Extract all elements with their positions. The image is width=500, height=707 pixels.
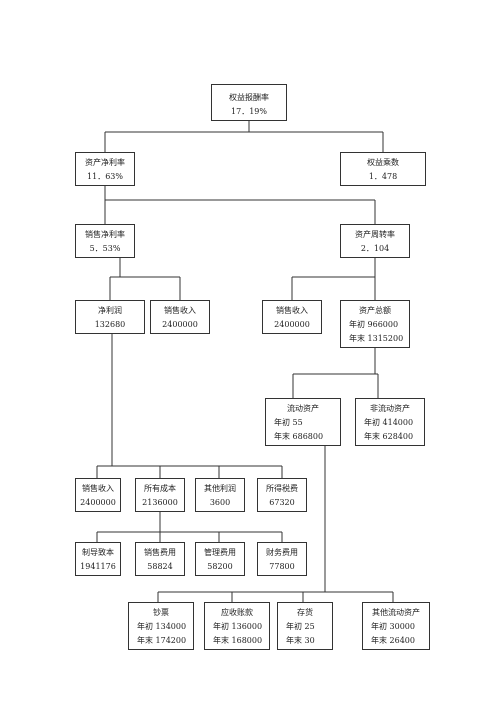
node-receivables-end: 年末 168000 — [213, 636, 263, 645]
node-selling-exp: 销售费用 58824 — [135, 542, 185, 576]
node-total-assets-begin: 年初 966000 — [349, 320, 399, 329]
node-cash-begin: 年初 134000 — [137, 622, 187, 631]
node-roe-label: 权益报酬率 — [229, 93, 269, 102]
node-cash-label: 钞票 — [153, 608, 169, 617]
node-roe-value: 17．19% — [231, 107, 267, 116]
node-selling-exp-value: 58824 — [147, 562, 173, 571]
node-roe: 权益报酬率 17．19% — [211, 84, 287, 121]
node-admin-exp-label: 管理费用 — [204, 548, 236, 557]
node-cash-end: 年末 174200 — [137, 636, 187, 645]
node-sales-a-value: 2400000 — [162, 320, 198, 329]
node-other-current: 其他流动资产 年初 30000 年末 26400 — [362, 602, 430, 650]
node-current-assets-begin: 年初 55 — [274, 418, 303, 427]
node-roa: 资产净利率 11．63% — [75, 152, 135, 186]
node-net-margin-value: 5．53% — [89, 244, 121, 253]
node-asset-turnover: 资产周转率 2．104 — [340, 224, 410, 258]
node-inventory: 存货 年初 25 年末 30 — [277, 602, 333, 650]
node-sales-c-label: 销售收入 — [82, 484, 114, 493]
node-selling-exp-label: 销售费用 — [144, 548, 176, 557]
node-receivables: 应收账款 年初 136000 年末 168000 — [204, 602, 270, 650]
node-receivables-begin: 年初 136000 — [213, 622, 263, 631]
node-mfg-cost: 制导致本 1941176 — [75, 542, 121, 576]
node-receivables-label: 应收账款 — [221, 608, 253, 617]
node-total-assets: 资产总额 年初 966000 年末 1315200 — [340, 300, 410, 348]
node-finance-exp: 财务费用 77800 — [257, 542, 307, 576]
node-total-cost-label: 所有成本 — [144, 484, 176, 493]
node-finance-exp-value: 77800 — [269, 562, 295, 571]
node-net-margin: 销售净利率 5．53% — [75, 224, 135, 258]
node-roa-label: 资产净利率 — [85, 158, 125, 167]
node-current-assets-end: 年末 686800 — [274, 432, 324, 441]
node-sales-b: 销售收入 2400000 — [262, 300, 322, 334]
node-income-tax: 所得税费 67320 — [257, 478, 307, 512]
node-other-current-label: 其他流动资产 — [372, 608, 420, 617]
node-other-profit-label: 其他利润 — [204, 484, 236, 493]
node-noncurrent-assets-label: 非流动资产 — [370, 404, 410, 413]
node-current-assets-label: 流动资产 — [287, 404, 319, 413]
node-net-profit-value: 132680 — [94, 320, 126, 329]
node-net-profit: 净利润 132680 — [75, 300, 145, 334]
node-equity-multiplier-value: 1．478 — [368, 172, 398, 181]
node-equity-multiplier: 权益乘数 1．478 — [340, 152, 426, 186]
node-inventory-end: 年末 30 — [286, 636, 315, 645]
node-asset-turnover-value: 2．104 — [360, 244, 390, 253]
node-admin-exp-value: 58200 — [207, 562, 233, 571]
node-sales-a: 销售收入 2400000 — [150, 300, 210, 334]
node-roa-value: 11．63% — [87, 172, 123, 181]
node-income-tax-value: 67320 — [269, 498, 295, 507]
node-income-tax-label: 所得税费 — [266, 484, 298, 493]
node-total-assets-label: 资产总额 — [359, 306, 391, 315]
node-sales-b-value: 2400000 — [274, 320, 310, 329]
node-finance-exp-label: 财务费用 — [266, 548, 298, 557]
node-other-current-begin: 年初 30000 — [371, 622, 415, 631]
node-noncurrent-assets-end: 年末 628400 — [364, 432, 414, 441]
node-current-assets: 流动资产 年初 55 年末 686800 — [265, 398, 341, 446]
node-noncurrent-assets: 非流动资产 年初 414000 年末 628400 — [355, 398, 425, 446]
node-sales-a-label: 销售收入 — [164, 306, 196, 315]
node-mfg-cost-label: 制导致本 — [82, 548, 114, 557]
node-admin-exp: 管理费用 58200 — [195, 542, 245, 576]
node-sales-c: 销售收入 2400000 — [75, 478, 121, 512]
node-other-profit: 其他利润 3600 — [195, 478, 245, 512]
node-net-margin-label: 销售净利率 — [85, 230, 125, 239]
node-other-profit-value: 3600 — [209, 498, 231, 507]
node-other-current-end: 年末 26400 — [371, 636, 415, 645]
node-net-profit-label: 净利润 — [98, 306, 122, 315]
node-total-cost: 所有成本 2136000 — [135, 478, 185, 512]
node-sales-c-value: 2400000 — [80, 498, 116, 507]
node-noncurrent-assets-begin: 年初 414000 — [364, 418, 414, 427]
node-equity-multiplier-label: 权益乘数 — [367, 158, 399, 167]
node-inventory-label: 存货 — [297, 608, 313, 617]
node-asset-turnover-label: 资产周转率 — [355, 230, 395, 239]
node-cash: 钞票 年初 134000 年末 174200 — [128, 602, 194, 650]
node-total-cost-value: 2136000 — [142, 498, 178, 507]
node-mfg-cost-value: 1941176 — [80, 562, 116, 571]
node-sales-b-label: 销售收入 — [276, 306, 308, 315]
node-total-assets-end: 年末 1315200 — [349, 334, 404, 343]
node-inventory-begin: 年初 25 — [286, 622, 315, 631]
